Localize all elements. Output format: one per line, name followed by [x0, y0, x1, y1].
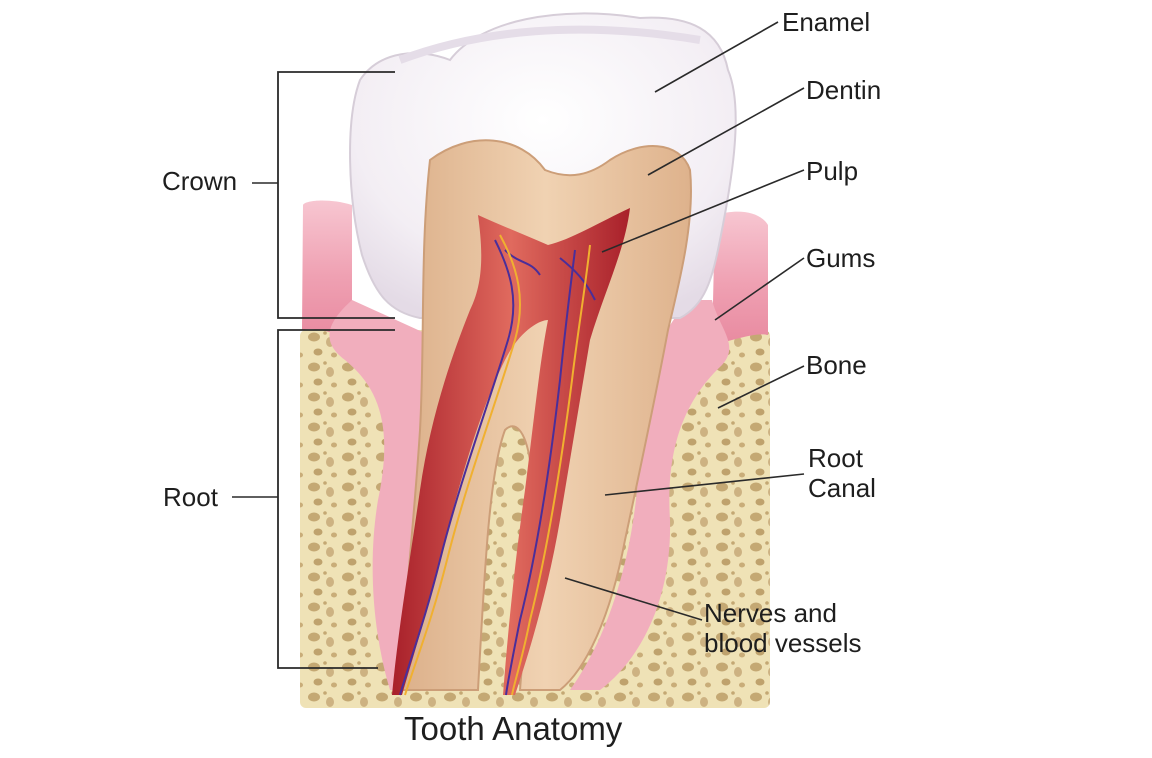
label-root-canal-line2: Canal [808, 473, 876, 503]
label-crown: Crown [162, 166, 237, 196]
label-gums: Gums [806, 243, 875, 273]
label-enamel: Enamel [782, 7, 870, 37]
label-nerves-line2: blood vessels [704, 628, 862, 658]
label-pulp: Pulp [806, 156, 858, 186]
diagram-title: Tooth Anatomy [404, 710, 622, 748]
label-nerves-line1: Nerves and [704, 598, 837, 628]
label-dentin: Dentin [806, 75, 881, 105]
label-bone: Bone [806, 350, 867, 380]
label-root: Root [163, 482, 218, 512]
label-root-canal-line1: Root [808, 443, 863, 473]
